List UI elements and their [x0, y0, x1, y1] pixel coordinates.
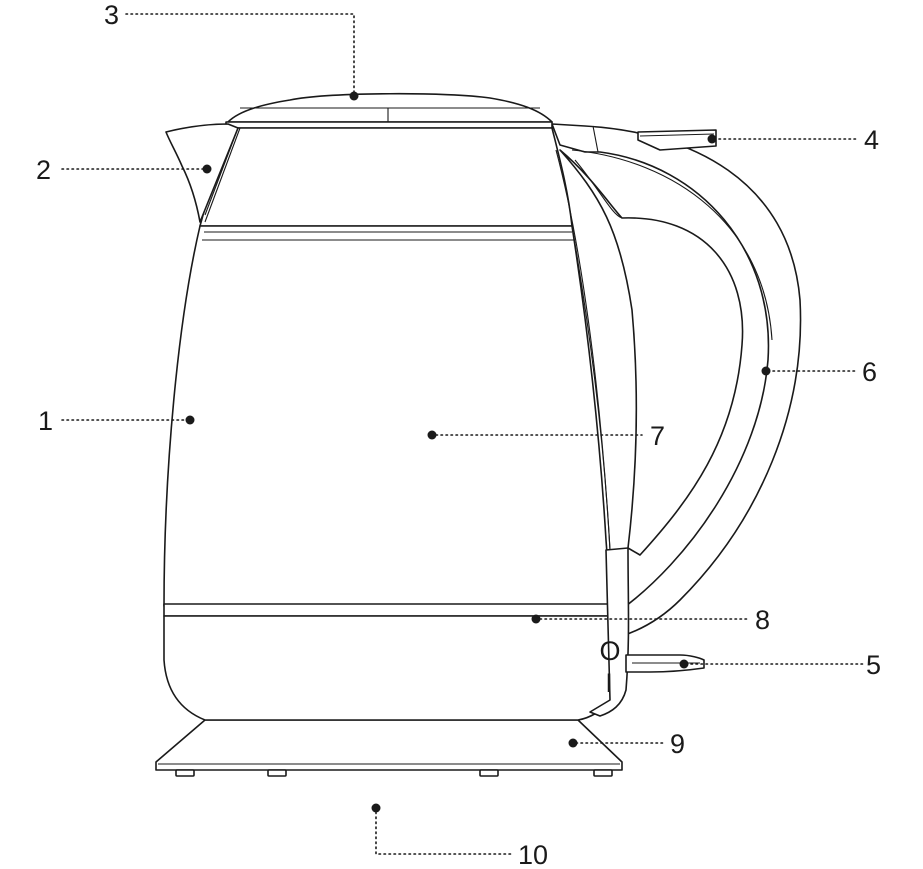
kettle-illustration: O I [155, 92, 802, 777]
handle [551, 123, 802, 637]
callout-5: 5 [866, 650, 881, 680]
callout-7: 7 [650, 421, 665, 451]
callout-1: 1 [38, 406, 53, 436]
callout-10: 10 [518, 840, 548, 869]
top-collar [199, 127, 573, 227]
lid-release-button [637, 129, 717, 151]
callout-9: 9 [670, 729, 685, 759]
lid [225, 92, 553, 129]
switch-on-mark: I [605, 668, 613, 698]
power-base [155, 719, 623, 777]
callout-2: 2 [36, 155, 51, 185]
callout-8: 8 [755, 605, 770, 635]
callout-3: 3 [104, 0, 119, 30]
glass-body [163, 149, 611, 607]
callout-6: 6 [862, 357, 877, 387]
spout [165, 123, 239, 223]
callout-leaders [61, 13, 865, 855]
power-switch: O I [599, 636, 705, 698]
callout-numbers: 1 2 3 4 5 6 7 8 9 10 [36, 0, 881, 869]
lower-band [163, 547, 630, 721]
callout-4: 4 [864, 125, 879, 155]
switch-off-mark: O [599, 636, 620, 666]
